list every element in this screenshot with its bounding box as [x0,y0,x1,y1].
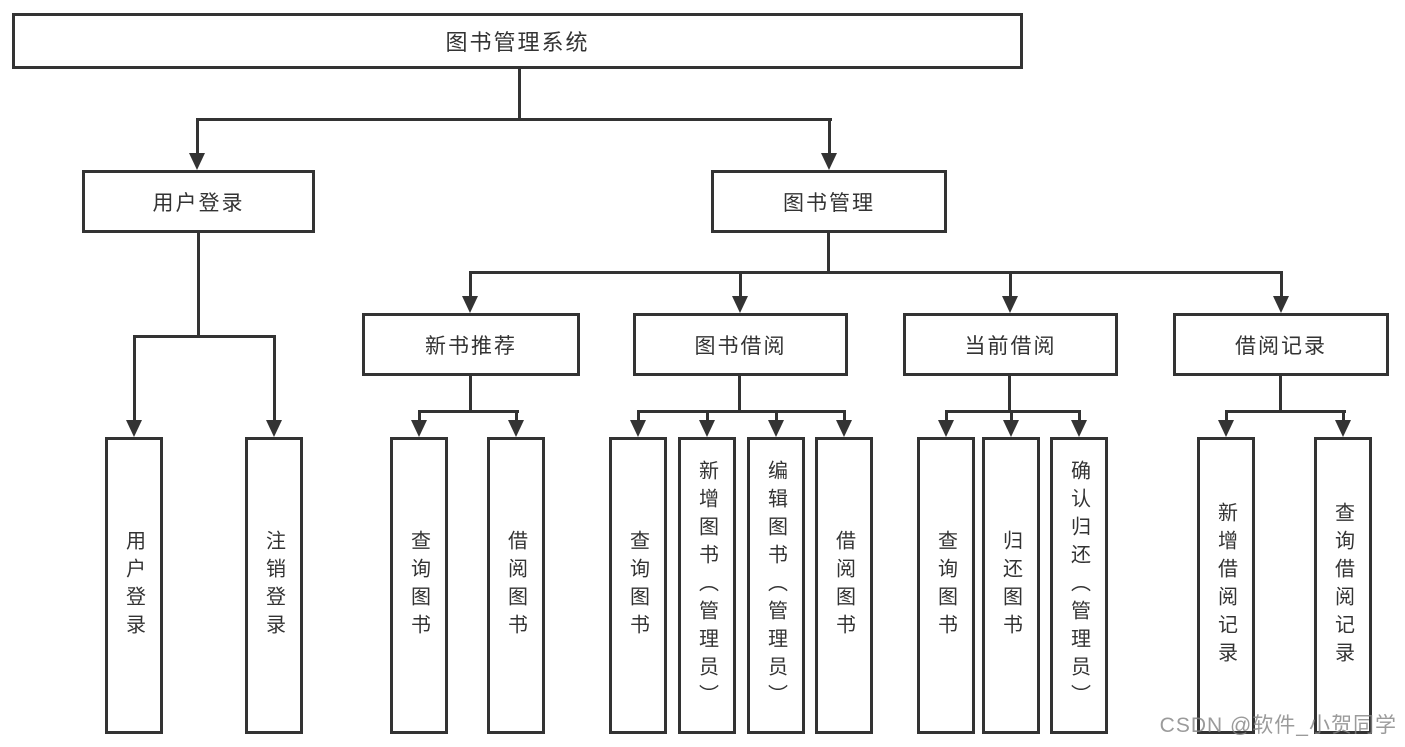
connector-line [518,67,521,121]
connector-line [196,118,832,121]
connector-arrow [732,271,748,313]
node-book-management: 图书管理 [711,170,947,233]
connector-line [1008,374,1011,413]
connector-arrow [1273,271,1289,313]
connector-arrow [1071,410,1087,437]
connector-line [945,410,1081,413]
leaf-logout: 注销登录 [245,437,303,734]
connector-arrow [266,335,282,437]
node-new-book-recommend: 新书推荐 [362,313,580,376]
node-root: 图书管理系统 [12,13,1023,69]
leaf-add-borrow-record: 新增借阅记录 [1197,437,1255,734]
connector-arrow [1003,410,1019,437]
node-user-login: 用户登录 [82,170,315,233]
leaf-newbook-borrow-book: 借阅图书 [487,437,545,734]
leaf-user-login: 用户登录 [105,437,163,734]
connector-arrow [1218,410,1234,437]
leaf-current-query-book: 查询图书 [917,437,975,734]
connector-arrow [821,118,837,170]
leaf-query-borrow-record: 查询借阅记录 [1314,437,1372,734]
connector-arrow [462,271,478,313]
node-book-borrow: 图书借阅 [633,313,848,376]
node-borrow-record: 借阅记录 [1173,313,1389,376]
connector-arrow [836,410,852,437]
csdn-watermark: CSDN @软件_小贺同学 [1159,714,1397,737]
connector-line [738,374,741,413]
leaf-add-book-admin: 新增图书（管理员） [678,437,736,734]
connector-arrow [508,410,524,437]
connector-arrow [126,335,142,437]
connector-line [469,271,1283,274]
connector-line [197,231,200,338]
connector-arrow [1002,271,1018,313]
connector-line [1279,374,1282,413]
connector-line [469,374,472,413]
connector-arrow [411,410,427,437]
connector-arrow [768,410,784,437]
leaf-borrow-book: 借阅图书 [815,437,873,734]
connector-line [418,410,519,413]
connector-line [133,335,276,338]
connector-arrow [630,410,646,437]
leaf-confirm-return-admin: 确认归还（管理员） [1050,437,1108,734]
node-current-borrow: 当前借阅 [903,313,1118,376]
connector-line [637,410,846,413]
leaf-borrow-query-book: 查询图书 [609,437,667,734]
connector-arrow [938,410,954,437]
connector-line [1225,410,1346,413]
connector-arrow [189,118,205,170]
leaf-return-book: 归还图书 [982,437,1040,734]
connector-arrow [1335,410,1351,437]
leaf-edit-book-admin: 编辑图书（管理员） [747,437,805,734]
leaf-newbook-query-book: 查询图书 [390,437,448,734]
connector-arrow [699,410,715,437]
connector-line [827,231,830,274]
